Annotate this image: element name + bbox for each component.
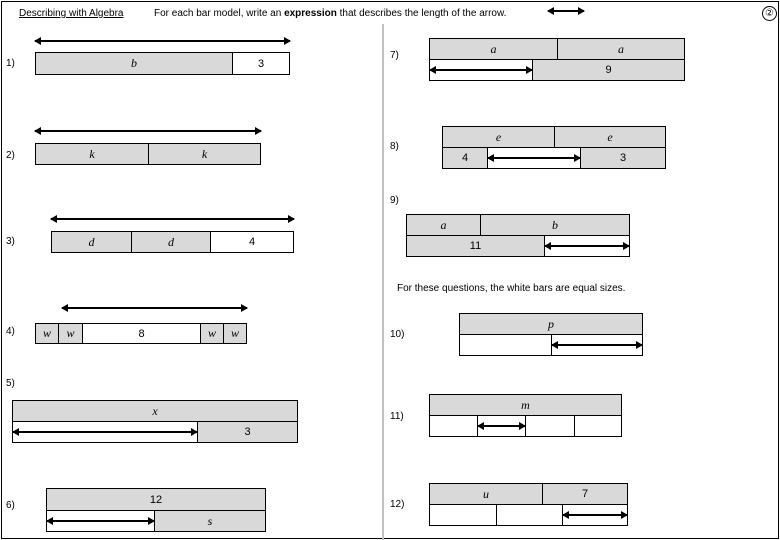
double-arrow-icon — [547, 7, 585, 15]
bar-segment: 4 — [210, 231, 294, 253]
instruction-post: that describes the length of the arrow. — [336, 8, 507, 19]
sheet-number-badge: ② — [762, 6, 777, 21]
bar-segment: 11 — [406, 235, 545, 257]
bar-segment: s — [154, 510, 266, 532]
question-number: 12) — [390, 499, 405, 510]
bar-segment: d — [51, 231, 132, 253]
bar-segment: e — [442, 126, 555, 148]
double-arrow-icon — [34, 127, 262, 135]
bar-segment: 4 — [442, 147, 488, 169]
double-arrow-icon — [429, 66, 533, 74]
bar-segment: a — [429, 38, 558, 60]
instruction-bold: expression — [284, 8, 337, 19]
bar-segment — [574, 415, 622, 437]
double-arrow-icon — [34, 37, 291, 45]
bar-segment: 3 — [580, 147, 666, 169]
bar-segment: m — [429, 394, 622, 416]
double-arrow-icon — [487, 154, 581, 162]
bar-segment: 8 — [82, 323, 201, 344]
bar-segment: d — [131, 231, 211, 253]
double-arrow-icon — [12, 428, 198, 436]
double-arrow-icon — [477, 422, 526, 430]
double-arrow-icon — [544, 242, 630, 250]
question-number: 7) — [390, 50, 399, 61]
equal-bars-note: For these questions, the white bars are … — [397, 283, 626, 294]
bar-segment: x — [12, 400, 298, 422]
bar-segment: b — [35, 52, 233, 75]
double-arrow-icon — [562, 511, 628, 519]
bar-segment: k — [148, 143, 261, 165]
question-number: 4) — [6, 326, 15, 337]
question-number: 11) — [390, 411, 404, 422]
bar-segment: b — [480, 214, 630, 236]
question-number: 6) — [6, 500, 15, 511]
bar-segment: e — [554, 126, 666, 148]
double-arrow-icon — [46, 517, 155, 525]
bar-segment: w — [58, 323, 83, 344]
bar-segment: 3 — [232, 52, 290, 75]
bar-segment: p — [459, 313, 643, 335]
bar-segment: a — [406, 214, 481, 236]
question-number: 10) — [390, 329, 405, 340]
bar-segment — [496, 504, 563, 526]
column-divider — [382, 24, 384, 540]
question-number: 8) — [390, 141, 399, 152]
worksheet-title: Describing with Algebra — [19, 8, 124, 19]
bar-segment — [429, 504, 497, 526]
question-number: 2) — [6, 150, 15, 161]
bar-segment — [525, 415, 575, 437]
question-number: 1) — [6, 58, 15, 69]
bar-segment: w — [200, 323, 224, 344]
bar-segment: a — [557, 38, 685, 60]
instruction-pre: For each bar model, write an — [154, 8, 285, 19]
bar-segment: 12 — [46, 488, 266, 511]
bar-segment — [459, 334, 552, 356]
instruction-text: For each bar model, write an expression … — [154, 8, 506, 19]
bar-segment: 3 — [197, 421, 298, 443]
bar-segment: w — [223, 323, 247, 344]
double-arrow-icon — [50, 215, 295, 223]
bar-segment: 7 — [542, 483, 628, 505]
double-arrow-icon — [61, 304, 248, 312]
question-number: 5) — [6, 378, 15, 389]
question-number: 9) — [390, 195, 399, 206]
bar-segment: k — [35, 143, 149, 165]
question-number: 3) — [6, 236, 15, 247]
bar-segment — [429, 415, 478, 437]
bar-segment: w — [35, 323, 59, 344]
bar-segment: 9 — [532, 59, 685, 81]
double-arrow-icon — [551, 341, 643, 349]
bar-segment: u — [429, 483, 543, 505]
